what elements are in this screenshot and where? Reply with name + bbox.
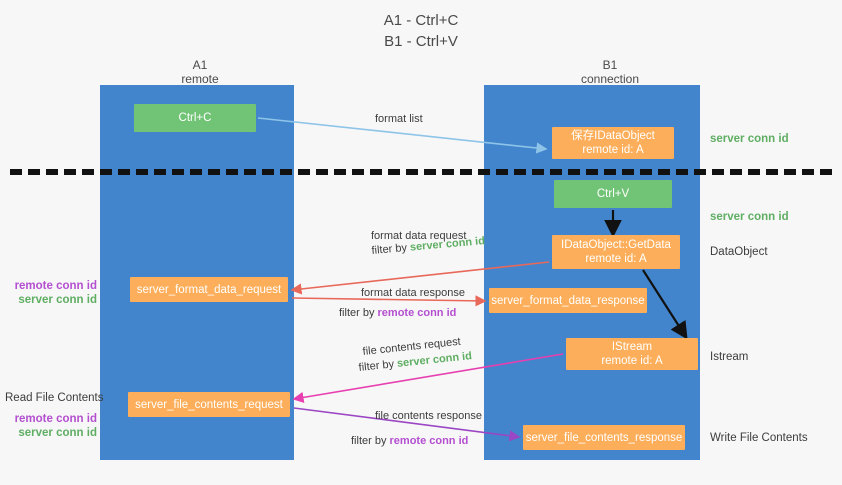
node-getdata-line2: remote id: A: [585, 253, 647, 265]
annotation-conn-ids-middle: remote conn id server conn id: [5, 279, 97, 307]
annotation-remote-conn-id: remote conn id: [14, 280, 97, 292]
annotation-server-conn-id: server conn id: [18, 294, 97, 306]
annotation-server-conn-id-mid: server conn id: [710, 211, 789, 223]
title-line-1: A1 - Ctrl+C: [383, 12, 459, 29]
node-server-file-contents-request-label: server_file_contents_request: [135, 398, 283, 411]
annotation-remote-conn-id: remote conn id: [14, 413, 97, 425]
node-save-idataobject[interactable]: 保存IDataObject remote id: A: [552, 127, 674, 159]
node-getdata-line1: IDataObject::GetData: [561, 239, 671, 251]
remote-conn-id-text: remote conn id: [377, 307, 457, 319]
node-save-idataobject-line2: remote id: A: [582, 144, 644, 156]
node-istream-line2: remote id: A: [601, 355, 663, 367]
node-server-file-contents-response-label: server_file_contents_response: [525, 431, 683, 444]
edge-label-file-contents-response-filter: filter by remote conn id: [351, 434, 468, 448]
filter-by-text: filter by: [351, 435, 390, 447]
node-server-format-data-response[interactable]: server_format_data_response: [489, 288, 647, 313]
node-ctrl-c[interactable]: Ctrl+C: [134, 104, 256, 132]
annotation-server-conn-id-top: server conn id: [710, 133, 789, 145]
annotation-read-file-contents: Read File Contents: [5, 392, 104, 404]
annotation-server-conn-id: server conn id: [18, 427, 97, 439]
node-server-file-contents-response[interactable]: server_file_contents_response: [523, 425, 685, 450]
node-save-idataobject-line1: 保存IDataObject: [571, 130, 655, 142]
node-ctrl-v-label: Ctrl+V: [596, 188, 630, 200]
node-istream[interactable]: IStream remote id: A: [566, 338, 698, 370]
column-header-b1-name: B1: [602, 58, 618, 72]
node-idataobject-getdata[interactable]: IDataObject::GetData remote id: A: [552, 235, 680, 269]
node-istream-line1: IStream: [611, 341, 653, 353]
annotation-dataobject: DataObject: [710, 246, 768, 258]
page-title: A1 - Ctrl+C B1 - Ctrl+V: [0, 10, 842, 52]
annotation-write-file-contents: Write File Contents: [710, 432, 808, 444]
node-ctrl-v[interactable]: Ctrl+V: [554, 180, 672, 208]
edge-label-format-list: format list: [375, 113, 423, 125]
column-header-b1-sub: connection: [580, 72, 640, 86]
column-header-a1-name: A1: [192, 58, 208, 72]
edge-label-format-data-response: format data response: [361, 287, 465, 299]
filter-by-text: filter by: [371, 241, 411, 257]
edge-label-format-data-response-filter: filter by remote conn id: [339, 306, 456, 320]
annotation-istream: Istream: [710, 351, 749, 363]
edge-label-file-contents-response: file contents response: [375, 410, 483, 422]
node-server-file-contents-request[interactable]: server_file_contents_request: [128, 392, 290, 417]
node-server-format-data-request-label: server_format_data_request: [136, 283, 282, 296]
column-header-a1: A1 remote: [130, 58, 270, 86]
filter-by-text: filter by: [339, 307, 378, 319]
filter-by-text: filter by: [358, 357, 398, 374]
node-ctrl-c-label: Ctrl+C: [178, 112, 212, 124]
column-header-b1: B1 connection: [540, 58, 680, 86]
edge-label-format-data-request: format data request: [371, 230, 467, 242]
remote-conn-id-text: remote conn id: [389, 435, 469, 447]
node-server-format-data-response-label: server_format_data_response: [491, 294, 645, 307]
title-line-2: B1 - Ctrl+V: [384, 33, 458, 50]
annotation-conn-ids-lower: remote conn id server conn id: [5, 412, 97, 440]
column-header-a1-sub: remote: [181, 72, 219, 86]
node-server-format-data-request[interactable]: server_format_data_request: [130, 277, 288, 302]
phase-divider: [10, 169, 832, 175]
